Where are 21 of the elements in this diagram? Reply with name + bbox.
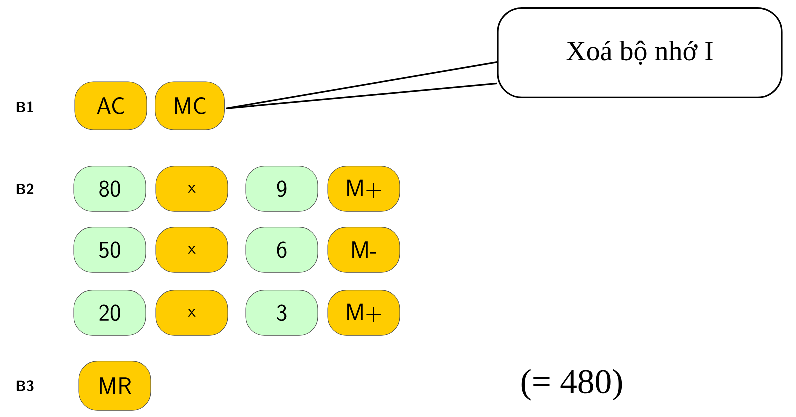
- key-button: M+: [328, 166, 400, 212]
- key-button: M-: [328, 227, 400, 273]
- row-label: B1: [16, 102, 34, 112]
- callout-bubble: Xoá bộ nhớ I: [497, 8, 783, 98]
- key-button: 50: [74, 227, 146, 273]
- key-button: 9: [246, 166, 318, 212]
- key-button: 20: [74, 290, 146, 336]
- callout-tail: [225, 62, 498, 110]
- row-label: B3: [16, 380, 34, 392]
- key-button: x: [156, 227, 228, 273]
- key-button: 6: [246, 227, 318, 273]
- key-button: AC: [74, 82, 148, 130]
- row-label: B2: [16, 184, 34, 194]
- key-button: M+: [328, 290, 400, 336]
- key-button: 80: [74, 166, 146, 212]
- key-button: x: [156, 166, 228, 212]
- key-button: x: [156, 290, 228, 336]
- key-button: 3: [246, 290, 318, 336]
- key-button: MR: [78, 361, 152, 411]
- result-text: (= 480): [522, 369, 622, 401]
- key-button: MC: [155, 82, 225, 130]
